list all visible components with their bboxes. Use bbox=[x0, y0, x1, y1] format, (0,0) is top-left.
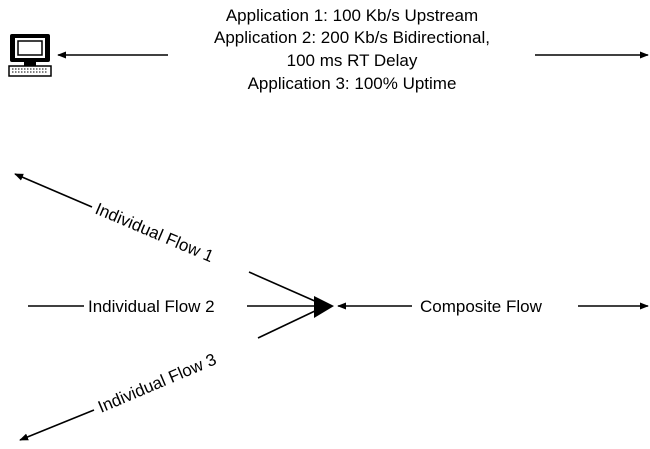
requirement-line-2: Application 2: 200 Kb/s Bidirectional, bbox=[214, 28, 490, 47]
flow2-label: Individual Flow 2 bbox=[88, 297, 215, 316]
flow1-label: Individual Flow 1 bbox=[92, 199, 216, 266]
flow3-line-inner bbox=[257, 309, 318, 339]
computer-icon bbox=[8, 34, 52, 77]
flow3-arrow-outer bbox=[19, 409, 95, 441]
requirement-line-4: Application 3: 100% Uptime bbox=[248, 74, 457, 93]
flow3-label: Individual Flow 3 bbox=[95, 350, 219, 417]
requirement-line-1: Application 1: 100 Kb/s Upstream bbox=[226, 6, 478, 25]
composite-flow-label: Composite Flow bbox=[420, 297, 543, 316]
flow1-arrow-outer bbox=[14, 173, 93, 208]
requirement-line-3: 100 ms RT Delay bbox=[287, 51, 418, 70]
flow1-line-inner bbox=[248, 271, 318, 303]
requirements-text: Application 1: 100 Kb/s Upstream Applica… bbox=[214, 6, 490, 93]
convergence-point bbox=[314, 296, 334, 318]
